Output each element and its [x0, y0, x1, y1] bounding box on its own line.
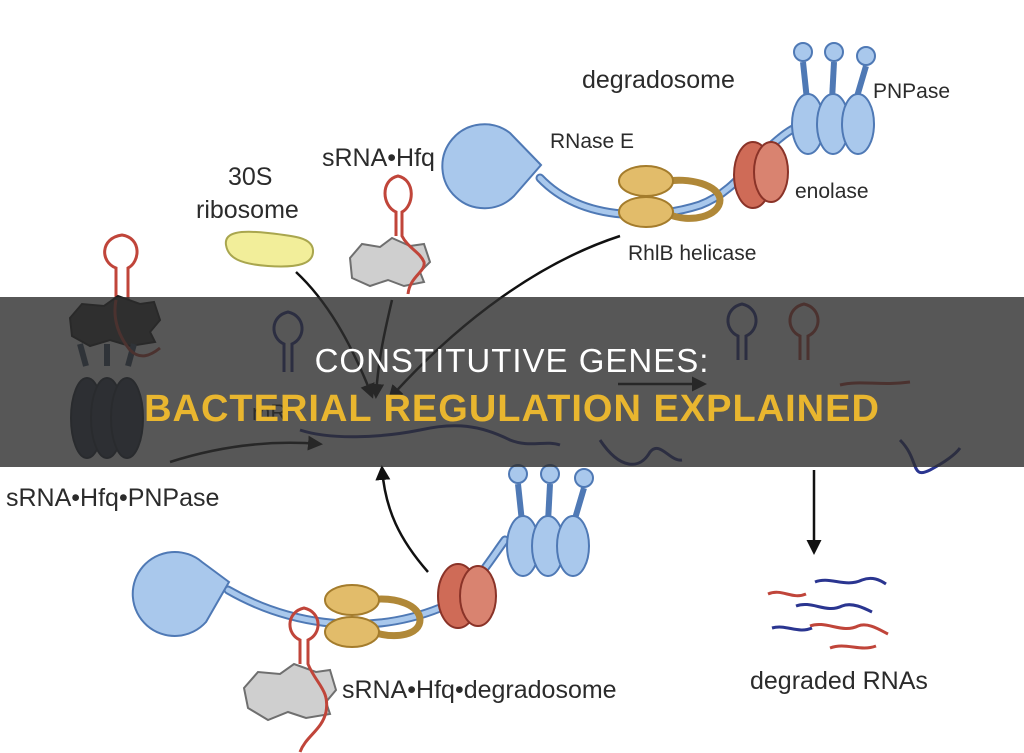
label-ribosome: ribosome — [196, 196, 299, 224]
title-line-1: CONSTITUTIVE GENES: — [314, 342, 710, 379]
label-rnase-e: RNase E — [550, 130, 635, 153]
label-srna-hfq-pnpase: sRNA•Hfq•PNPase — [6, 484, 220, 512]
rnase-e-bottom-shape — [131, 551, 231, 637]
rhlb-helicase-shape — [618, 165, 724, 228]
rhlb-helicase-bottom-shape — [324, 584, 424, 648]
label-srna-hfq: sRNA•Hfq — [322, 144, 435, 172]
srna-hfq-complex — [348, 174, 432, 295]
degraded-rna-fragments — [767, 576, 889, 650]
degradosome-complex-bottom — [131, 464, 594, 753]
label-srna-hfq-degradosome: sRNA•Hfq•degradosome — [342, 676, 617, 704]
label-30s: 30S — [228, 163, 273, 191]
arrow-bottom-degradosome — [375, 465, 429, 573]
rnase-e-shape — [441, 123, 543, 210]
hfq-bottom-shape — [242, 662, 338, 722]
label-degraded-rnas: degraded RNAs — [750, 667, 928, 695]
label-pnpase-top: PNPase — [873, 80, 951, 103]
title-line-2: BACTERIAL REGULATION EXPLAINED — [144, 388, 880, 430]
degradosome-complex-top — [441, 42, 876, 228]
enolase-bottom-shape — [437, 563, 497, 629]
label-rhlb-helicase: RhlB helicase — [628, 242, 757, 265]
pnpase-trimer-bottom — [506, 464, 594, 577]
label-degradosome: degradosome — [582, 66, 735, 94]
enolase-shape — [733, 141, 789, 209]
label-enolase: enolase — [795, 180, 869, 203]
ribosome-30s-shape — [224, 230, 315, 268]
srna-stem-loop — [383, 174, 426, 295]
hfq-shape — [348, 236, 432, 288]
title-banner — [0, 297, 1024, 467]
pnpase-trimer-top — [791, 42, 876, 155]
